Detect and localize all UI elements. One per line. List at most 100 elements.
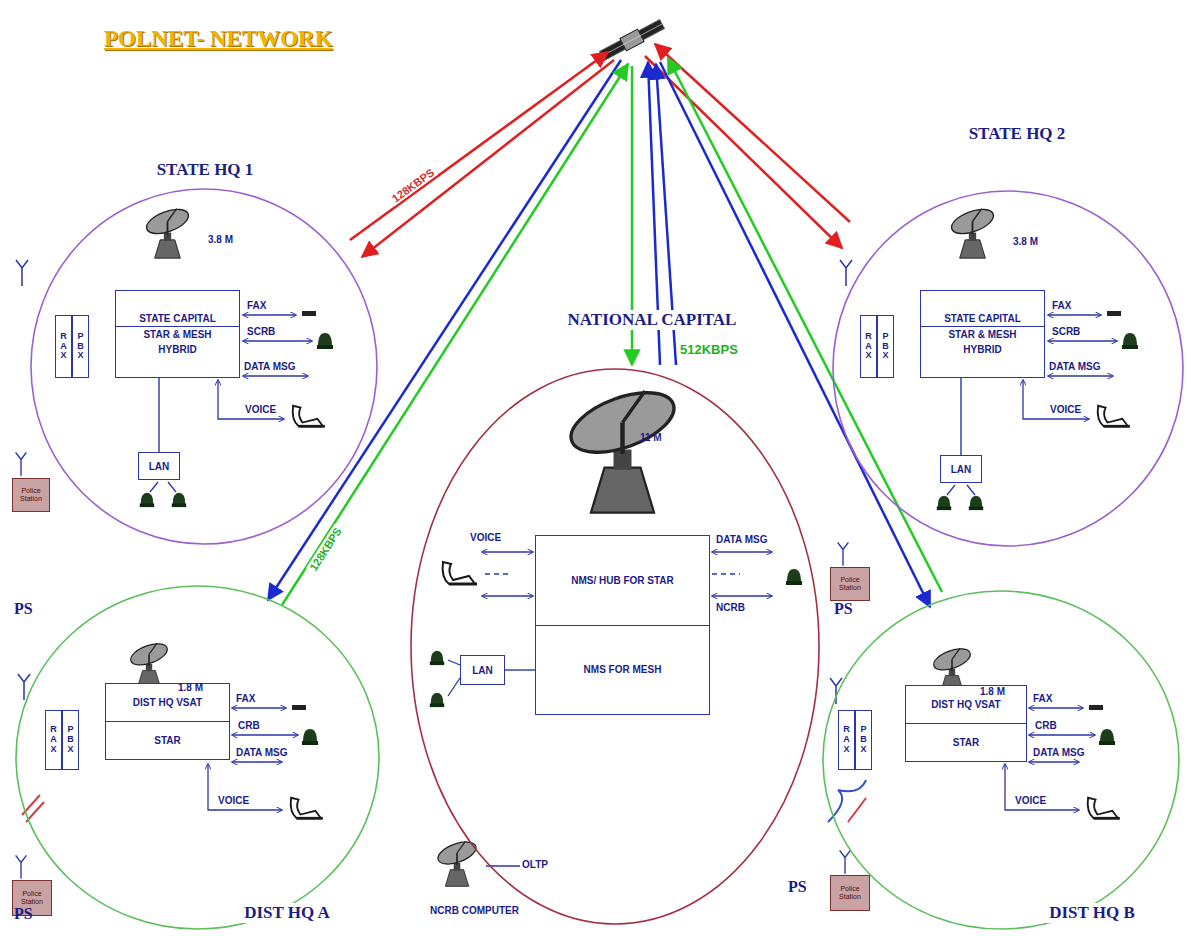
- box-label: LAN: [941, 462, 981, 477]
- lan-connector: [960, 378, 961, 455]
- bandwidth-label: 128KBPS: [388, 165, 438, 206]
- box-label: STAR & MESH: [921, 326, 1044, 342]
- equipment-box: STATE CAPITALSTAR & MESHHYBRID: [920, 290, 1045, 378]
- circle-outline: [16, 586, 379, 929]
- satellite: [599, 18, 666, 62]
- equipment-box: STATE CAPITALSTAR & MESHHYBRID: [115, 290, 240, 378]
- lan-connector: [158, 378, 159, 452]
- box-label: Police Station: [833, 576, 867, 591]
- satellite-links: [268, 44, 942, 607]
- exchange-label: RAX: [55, 315, 72, 378]
- equipment-box: LAN: [138, 452, 180, 480]
- box-label: Police Station: [833, 885, 867, 900]
- box-label: STAR & MESH: [116, 326, 239, 342]
- exchange-label: RAX: [860, 315, 877, 378]
- service-label: FAX: [1033, 693, 1052, 704]
- equipment-box: LAN: [940, 455, 982, 483]
- diagram-title: POLNET- NETWORK: [104, 26, 333, 52]
- site-label: PS: [834, 600, 853, 618]
- circle-outline: [411, 369, 819, 924]
- site-heading: NATIONAL CAPITAL: [565, 310, 740, 330]
- site-label: PS: [788, 878, 807, 896]
- box-label: HYBRID: [116, 342, 239, 357]
- service-links: [150, 315, 1117, 866]
- exchange-box: RAXPBX: [838, 710, 883, 770]
- site-heading: DIST HQ A: [241, 903, 333, 923]
- service-label: VOICE: [245, 404, 276, 415]
- service-label: DATA MSG: [1049, 361, 1100, 372]
- service-label: 1.8 M: [178, 682, 203, 693]
- site-heading: STATE HQ 2: [966, 124, 1069, 144]
- box-label: Police Station: [15, 487, 47, 502]
- exchange-box: RAXPBX: [45, 710, 90, 770]
- box-label: NMS FOR MESH: [536, 625, 709, 715]
- radio-antennas: [16, 260, 852, 879]
- equipment-box: DIST HQ VSATSTAR: [105, 683, 230, 760]
- box-label: DIST HQ VSAT: [906, 686, 1026, 723]
- police-station-box: Police Station: [12, 478, 50, 512]
- service-label: 1.8 M: [980, 686, 1005, 697]
- police-station-box: Police Station: [830, 875, 870, 911]
- site-label: PS: [14, 600, 33, 618]
- service-label: DATA MSG: [1033, 747, 1084, 758]
- site-circle: STATE HQ 1STATE CAPITALSTAR & MESHHYBRID…: [30, 188, 378, 545]
- police-station-box: Police Station: [830, 567, 870, 601]
- service-label: FAX: [247, 300, 266, 311]
- equipment-box: DIST HQ VSATSTAR: [905, 685, 1027, 762]
- service-label: 3.8 M: [208, 234, 233, 245]
- service-label: VOICE: [470, 532, 501, 543]
- service-label: NCRB: [716, 602, 745, 613]
- service-label: CRB: [238, 720, 260, 731]
- service-label: DATA MSG: [244, 361, 295, 372]
- box-label: HYBRID: [921, 342, 1044, 357]
- service-label: FAX: [1052, 300, 1071, 311]
- service-label: OLTP: [522, 859, 548, 870]
- exchange-label: PBX: [855, 710, 872, 770]
- site-circle: STATE HQ 2STATE CAPITALSTAR & MESHHYBRID…: [832, 190, 1184, 547]
- bandwidth-label: 512KBPS: [678, 342, 740, 357]
- site-heading: DIST HQ B: [1046, 903, 1138, 923]
- circle-outline: [823, 591, 1179, 929]
- exchange-label: PBX: [62, 710, 79, 770]
- service-label: DATA MSG: [236, 747, 287, 758]
- service-label: VOICE: [1015, 795, 1046, 806]
- site-circle: NATIONAL CAPITALNMS/ HUB FOR STARNMS FOR…: [410, 368, 820, 925]
- service-label: 11 M: [640, 432, 662, 443]
- site-circle: DIST HQ B DIST HQ VSATSTAR RAXPBX: [822, 590, 1180, 930]
- bandwidth-label: 128KBPS: [306, 524, 345, 575]
- circle-outline: [833, 191, 1183, 546]
- box-label: STATE CAPITAL: [116, 311, 239, 326]
- terminal-icons: [140, 311, 1138, 818]
- site-circle: DIST HQ A DIST HQ VSATSTAR RAXPBX: [15, 585, 380, 930]
- service-label: FAX: [236, 693, 255, 704]
- box-label: DIST HQ VSAT: [106, 684, 229, 721]
- exchange-box: RAXPBX: [860, 315, 905, 378]
- exchange-label: PBX: [72, 315, 89, 378]
- wireless-links: [22, 780, 866, 822]
- service-label: VOICE: [1050, 404, 1081, 415]
- box-label: STATE CAPITAL: [921, 311, 1044, 326]
- box-label: STAR: [906, 723, 1026, 761]
- exchange-label: RAX: [838, 710, 855, 770]
- service-label: DATA MSG: [716, 534, 767, 545]
- box-label: LAN: [139, 459, 179, 474]
- box-label: LAN: [461, 663, 504, 678]
- exchange-label: RAX: [45, 710, 62, 770]
- site-label: PS: [14, 905, 33, 923]
- box-label: Police Station: [15, 890, 49, 905]
- service-label: SCRB: [1052, 326, 1080, 337]
- equipment-box: LAN: [460, 655, 505, 685]
- service-label: CRB: [1035, 720, 1057, 731]
- box-label: STAR: [106, 721, 229, 759]
- dish-antennas: [128, 205, 997, 887]
- site-heading: STATE HQ 1: [154, 160, 257, 180]
- service-label: SCRB: [247, 326, 275, 337]
- box-label: NMS/ HUB FOR STAR: [536, 536, 709, 625]
- lan-connector: [505, 669, 535, 670]
- exchange-label: PBX: [877, 315, 894, 378]
- service-label: NCRB COMPUTER: [430, 905, 519, 916]
- equipment-box: NMS/ HUB FOR STARNMS FOR MESH: [535, 535, 710, 715]
- service-label: 3.8 M: [1013, 236, 1038, 247]
- exchange-box: RAXPBX: [55, 315, 100, 378]
